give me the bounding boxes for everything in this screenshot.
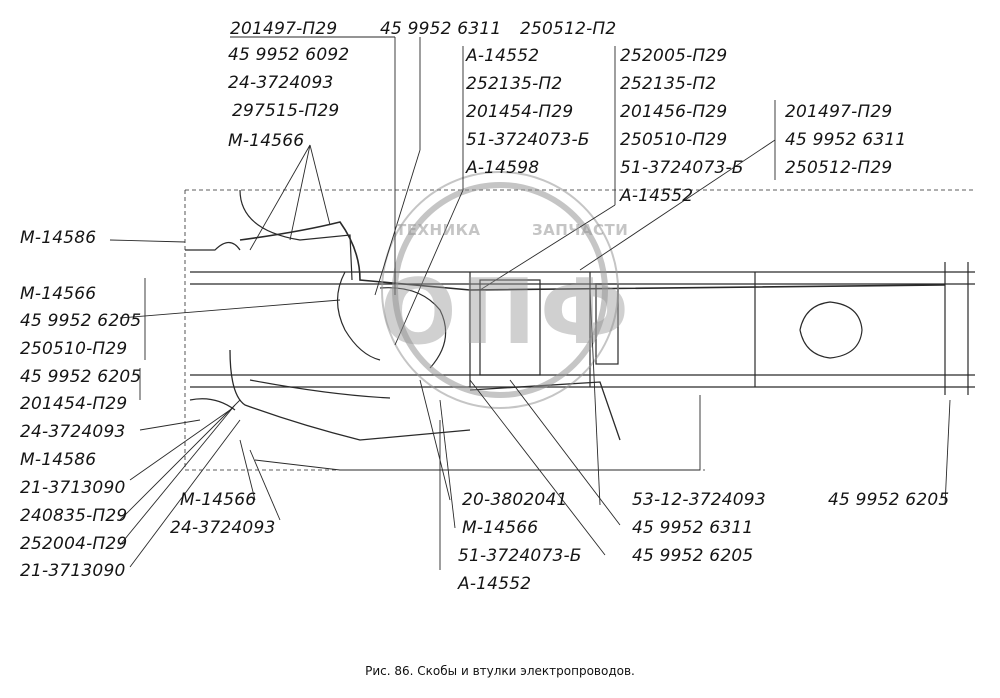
label-250512-p29: 250512-П29 [785,158,893,178]
label-21-3713090-b: 21-3713090 [20,561,126,581]
watermark-text: ТЕХНИКА ЗАПЧАСТИ [396,221,628,239]
label-250510-p29-b: 250510-П29 [20,339,128,359]
label-53-12-3724093: 53-12-3724093 [632,490,766,510]
label-20-3802041: 20-3802041 [462,490,568,510]
label-201454-p29-a: 201454-П29 [466,102,574,122]
label-252004-p29: 252004-П29 [20,534,128,554]
label-252135-p2-a: 252135-П2 [466,74,563,94]
label-21-3713090-a: 21-3713090 [20,478,126,498]
label-m-14566-b: М-14566 [20,284,97,304]
label-51-3724073-b-b: 51-3724073-Б [620,158,744,178]
label-252135-p2-b: 252135-П2 [620,74,717,94]
label-45-9952-6092: 45 9952 6092 [228,45,350,65]
label-45-9952-6311-c: 45 9952 6311 [632,518,754,538]
label-45-9952-6311-top: 45 9952 6311 [380,19,502,39]
label-45-9952-6205-d: 45 9952 6205 [828,490,950,510]
watermark-right-text: ЗАПЧАСТИ [532,221,629,239]
label-45-9952-6205-b: 45 9952 6205 [20,367,142,387]
label-a-14598: А-14598 [466,158,540,178]
label-a-14552-c: А-14552 [458,574,532,594]
label-a-14552-b: А-14552 [620,186,694,206]
label-a-14552-a: А-14552 [466,46,540,66]
label-201497-p29-b: 201497-П29 [785,102,893,122]
label-201454-p29-b: 201454-П29 [20,394,128,414]
label-201456-p29: 201456-П29 [620,102,728,122]
label-m-14566-a: М-14566 [228,131,305,151]
label-51-3724073-b-c: 51-3724073-Б [458,546,582,566]
label-45-9952-6205-c: 45 9952 6205 [632,546,754,566]
label-240835-p29: 240835-П29 [20,506,128,526]
watermark-left-text: ТЕХНИКА [396,221,481,239]
spare-wheel [799,301,863,359]
label-m-14586-b: М-14586 [20,450,97,470]
label-m-14566-d: М-14566 [462,518,539,538]
watermark-letters: ОПФ [380,260,634,365]
label-297515-p29: 297515-П29 [232,101,340,121]
label-45-9952-6311-b: 45 9952 6311 [785,130,907,150]
label-m-14566-c: М-14566 [180,490,257,510]
label-m-14586-a: М-14586 [20,228,97,248]
label-250510-p29-a: 250510-П29 [620,130,728,150]
label-250512-p2-top: 250512-П2 [520,19,617,39]
label-24-3724093-b: 24-3724093 [20,422,126,442]
fuel-tank [479,279,541,376]
label-24-3724093-a: 24-3724093 [228,73,334,93]
leader-lines [109,36,951,570]
label-45-9952-6205-a: 45 9952 6205 [20,311,142,331]
label-24-3724093-c: 24-3724093 [170,518,276,538]
label-51-3724073-b-a: 51-3724073-Б [466,130,590,150]
figure-caption: Рис. 86. Скобы и втулки электропроводов. [365,664,635,678]
label-252005-p29: 252005-П29 [620,46,728,66]
label-201497-p29-top: 201497-П29 [230,19,338,39]
